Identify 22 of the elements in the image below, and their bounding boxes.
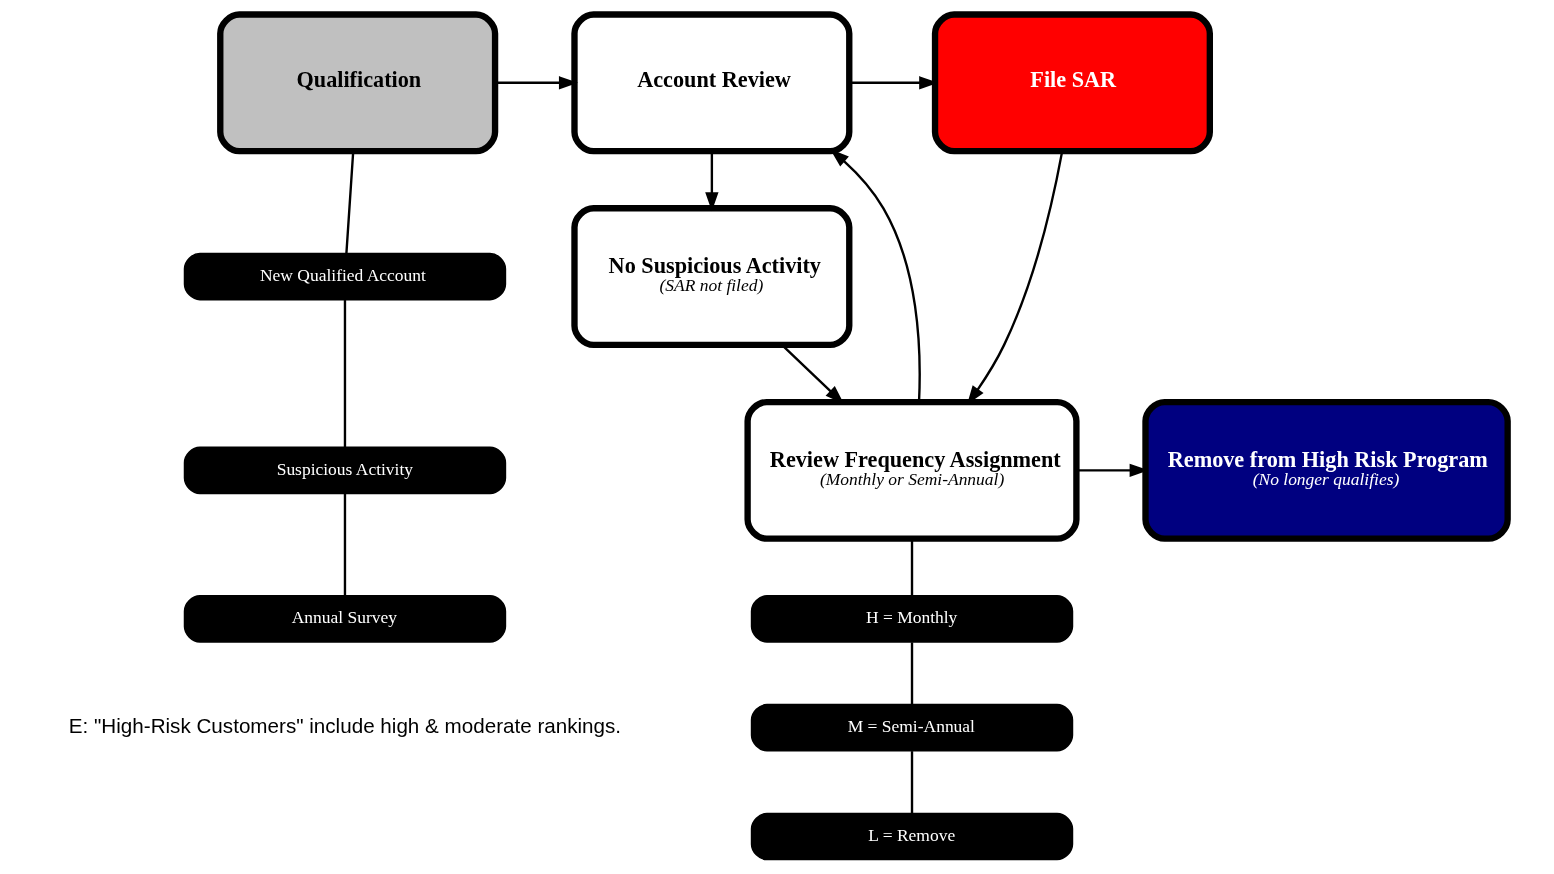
arrow <box>1076 463 1149 478</box>
node-box: Qualification <box>217 11 499 155</box>
node-box: Suspicious Activity <box>183 446 507 495</box>
connector <box>343 300 347 448</box>
node-box: Review Frequency Assignment (Monthly or Semi-Annual) <box>744 398 1080 542</box>
connector <box>910 751 914 814</box>
arrow <box>495 76 578 90</box>
label: E: "High-Risk Customers" include high & moderate rankings. <box>68 714 622 738</box>
node-box: Annual Survey <box>183 595 507 643</box>
node-box: No Suspicious Activity (SAR not filed) <box>571 205 853 349</box>
node-box: L = Remove <box>750 812 1074 861</box>
connector <box>345 151 355 254</box>
connector <box>343 493 347 596</box>
node-box: New Qualified Account <box>183 252 507 301</box>
node-box: M = Semi-Annual <box>750 703 1074 752</box>
node-box: File SAR <box>931 11 1213 155</box>
connector <box>910 642 914 705</box>
arrow <box>830 149 921 402</box>
node-box: H = Monthly <box>750 595 1074 643</box>
connector <box>910 538 914 596</box>
node-box: Account Review <box>571 11 853 155</box>
node-box: Remove from High Risk Program (No longer qualifies) <box>1142 398 1511 542</box>
